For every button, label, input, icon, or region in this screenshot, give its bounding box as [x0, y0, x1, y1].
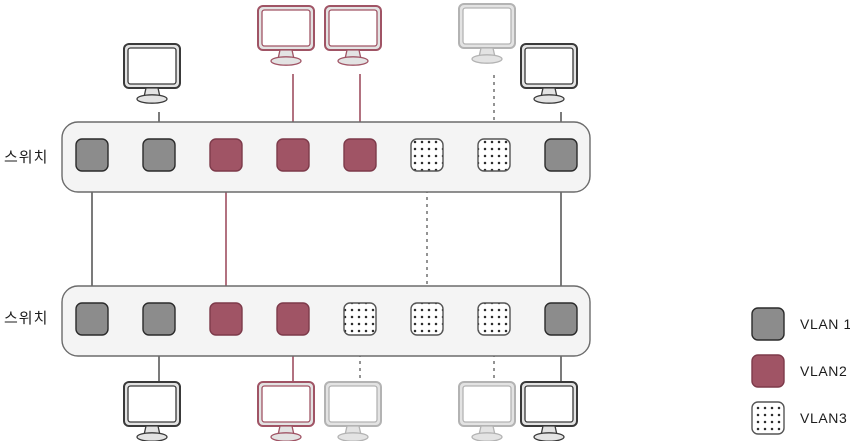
- monitor-top-3-screen: [328, 9, 378, 47]
- monitor-top-2-screen: [261, 9, 311, 47]
- monitor-top-1-stand-base: [136, 94, 168, 104]
- monitors-layer: [123, 3, 578, 441]
- switch-top-port-5[interactable]: [343, 138, 377, 172]
- monitor-bottom-5-stand-base: [533, 432, 565, 441]
- switch-top-port-8[interactable]: [544, 138, 578, 172]
- monitor-bottom-5[interactable]: [520, 381, 578, 441]
- switch-top-port-4[interactable]: [276, 138, 310, 172]
- legend-label-vlan3: VLAN3: [800, 410, 848, 426]
- monitor-bottom-3-screen: [328, 385, 378, 423]
- monitor-top-1[interactable]: [123, 43, 181, 104]
- monitor-top-4-screen: [462, 7, 512, 45]
- switches-layer: [61, 121, 591, 357]
- switch-top-body: [61, 121, 591, 193]
- monitor-top-4-stand-base: [471, 54, 503, 64]
- switch-bottom-port-7[interactable]: [477, 302, 511, 336]
- monitor-bottom-1[interactable]: [123, 381, 181, 441]
- switch-bottom-port-1[interactable]: [75, 302, 109, 336]
- switch-label-top: 스위치: [4, 148, 49, 166]
- switch-label-bottom: 스위치: [4, 309, 49, 327]
- monitor-bottom-4-stand-base: [471, 432, 503, 441]
- monitor-top-3-stand-base: [337, 56, 369, 66]
- switch-bottom[interactable]: [61, 285, 591, 357]
- monitor-bottom-1-stand-base: [136, 432, 168, 441]
- legend-swatch-vlan3: [751, 401, 785, 435]
- monitor-bottom-4[interactable]: [458, 381, 516, 441]
- monitor-top-1-screen: [127, 47, 177, 85]
- switch-bottom-port-4[interactable]: [276, 302, 310, 336]
- monitor-bottom-2-screen: [261, 385, 311, 423]
- legend-label-vlan1: VLAN 1: [800, 316, 850, 332]
- monitor-bottom-3-stand-base: [337, 432, 369, 441]
- switch-bottom-port-3[interactable]: [209, 302, 243, 336]
- legend-layer: [751, 307, 785, 435]
- legend-label-vlan2: VLAN2: [800, 363, 848, 379]
- monitor-bottom-1-screen: [127, 385, 177, 423]
- monitor-top-5[interactable]: [520, 43, 578, 104]
- switch-bottom-port-5[interactable]: [343, 302, 377, 336]
- switch-top-port-3[interactable]: [209, 138, 243, 172]
- monitor-bottom-5-screen: [524, 385, 574, 423]
- switch-top[interactable]: [61, 121, 591, 193]
- switch-top-port-1[interactable]: [75, 138, 109, 172]
- monitor-top-4[interactable]: [458, 3, 516, 64]
- switch-bottom-port-2[interactable]: [142, 302, 176, 336]
- monitor-bottom-3[interactable]: [324, 381, 382, 441]
- monitor-top-3[interactable]: [324, 5, 382, 66]
- legend-swatch-vlan2: [751, 354, 785, 388]
- switch-top-port-2[interactable]: [142, 138, 176, 172]
- switch-bottom-port-6[interactable]: [410, 302, 444, 336]
- monitor-bottom-2[interactable]: [257, 381, 315, 441]
- switch-bottom-port-8[interactable]: [544, 302, 578, 336]
- switch-top-port-6[interactable]: [410, 138, 444, 172]
- monitor-bottom-4-screen: [462, 385, 512, 423]
- switch-bottom-body: [61, 285, 591, 357]
- monitor-top-2-stand-base: [270, 56, 302, 66]
- monitor-top-5-stand-base: [533, 94, 565, 104]
- legend-swatch-vlan1: [751, 307, 785, 341]
- switch-top-port-7[interactable]: [477, 138, 511, 172]
- monitor-top-5-screen: [524, 47, 574, 85]
- monitor-top-2[interactable]: [257, 5, 315, 66]
- monitor-bottom-2-stand-base: [270, 432, 302, 441]
